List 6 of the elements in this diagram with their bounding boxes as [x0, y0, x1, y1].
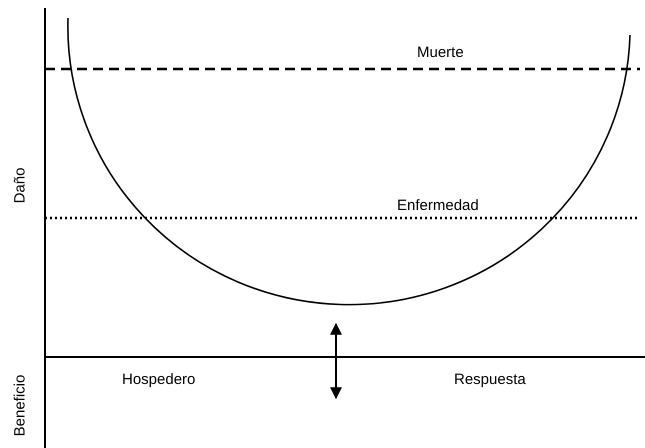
- threshold-label: Enfermedad: [397, 197, 479, 214]
- axis-label: Daño: [11, 167, 28, 203]
- axis-label: Respuesta: [454, 371, 526, 388]
- axis-label: Hospedero: [122, 371, 196, 388]
- threshold-label: Muerte: [417, 44, 464, 61]
- axis-label: Beneficio: [11, 374, 28, 436]
